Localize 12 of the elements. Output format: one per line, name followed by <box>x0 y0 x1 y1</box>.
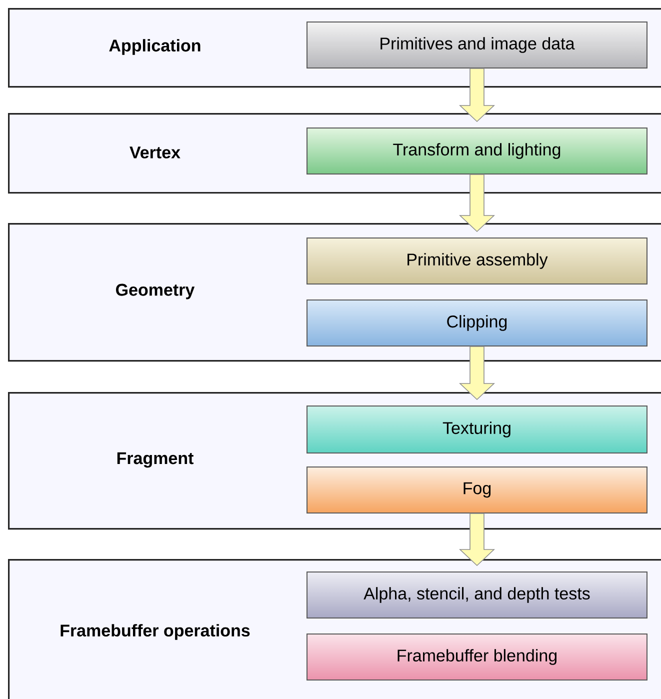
process-box: Framebuffer blending <box>306 634 648 680</box>
process-box: Transform and lighting <box>306 128 648 174</box>
arrow <box>458 346 495 400</box>
process-box: Primitive assembly <box>306 238 648 284</box>
process-box: Clipping <box>306 300 648 346</box>
arrow <box>458 174 495 232</box>
process-box: Alpha, stencil, and depth tests <box>306 572 648 618</box>
arrow <box>458 513 495 566</box>
process-box: Primitives and image data <box>306 22 648 68</box>
process-box: Fog <box>306 466 648 514</box>
process-box: Texturing <box>306 406 648 454</box>
arrow <box>458 68 495 122</box>
